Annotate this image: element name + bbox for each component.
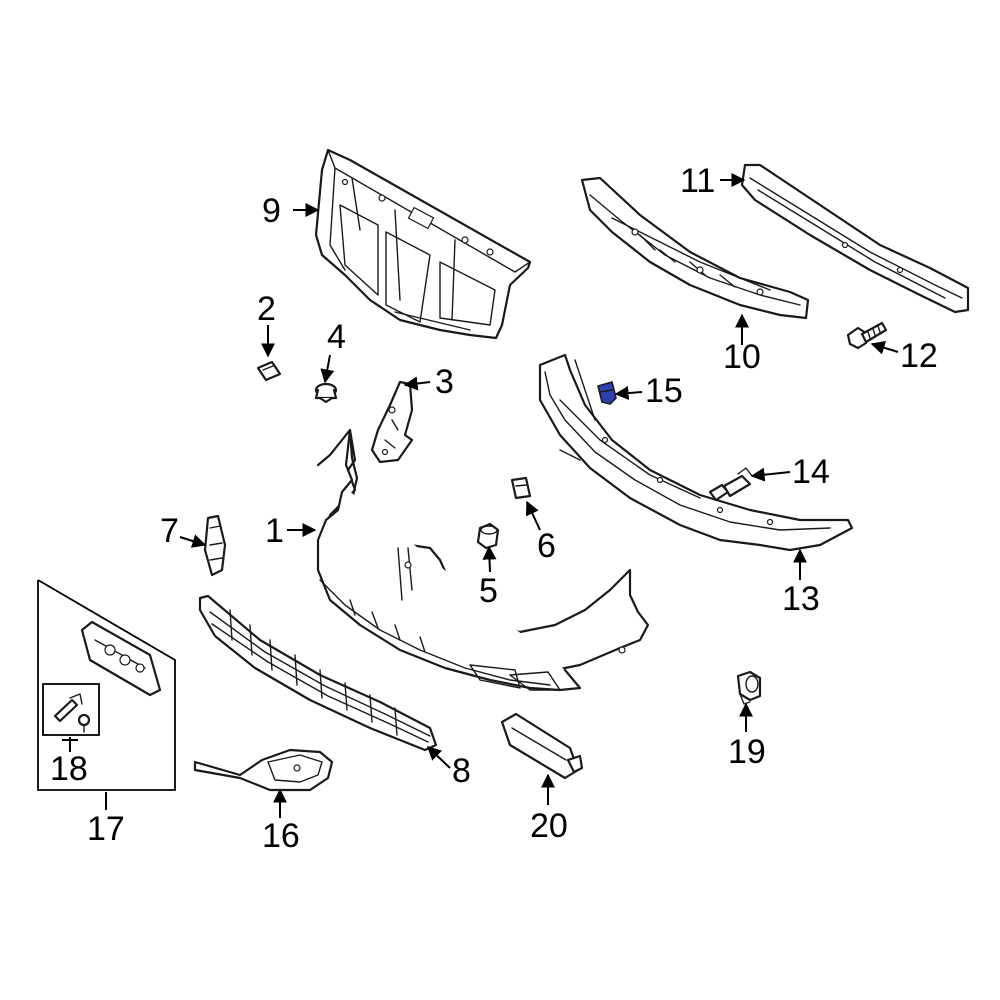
callout-18: 18 [50,750,88,788]
callout-4: 4 [327,318,346,356]
part-18-fasteners[interactable] [53,693,91,733]
callout-1: 1 [265,512,284,550]
callout-12: 12 [900,337,938,375]
leader-15 [614,386,643,401]
callout-5: 5 [479,572,498,610]
callout-9: 9 [262,192,281,230]
part-10-energy-absorber[interactable] [580,176,810,320]
part-2-clip[interactable] [256,360,282,382]
part-16-fog-lamp-bezel[interactable] [193,748,334,792]
callout-labels: 9 2 4 3 1 5 6 7 8 11 10 12 15 14 13 16 1… [50,162,938,855]
callout-19: 19 [728,733,766,771]
part-14-push-pin[interactable] [708,467,753,502]
callout-7: 7 [160,512,179,550]
part-12-bolt[interactable] [846,321,888,350]
leader-6 [525,500,541,531]
leader-lines [62,173,899,818]
callout-2: 2 [257,290,276,328]
part-11-reinforcement-beam[interactable] [740,163,970,314]
leader-3 [403,376,431,391]
part-7-emblem[interactable] [203,514,227,577]
callout-15: 15 [645,372,683,410]
part-5-sensor-bezel[interactable] [476,522,500,550]
callout-14: 14 [792,453,830,491]
callout-17: 17 [87,810,125,848]
part-17-license-bracket-box [37,579,176,791]
part-18-fasteners-box [42,683,100,736]
callout-3: 3 [435,363,454,401]
part-4-push-retainer[interactable] [314,382,338,404]
leader-14 [750,467,791,482]
callout-20: 20 [530,807,568,845]
part-17-license-bracket[interactable] [80,620,162,697]
callout-16: 16 [262,817,300,855]
callout-6: 6 [537,527,556,565]
part-19-parking-sensor[interactable] [736,670,762,705]
leader-12 [870,341,899,355]
leader-5 [482,545,497,573]
part-1-bumper-cover[interactable] [316,428,650,692]
part-8-lower-grille[interactable] [198,594,438,752]
part-15-clip-highlighted[interactable] [597,381,617,405]
leader-7 [179,534,207,548]
leader-4 [320,354,335,384]
callout-13: 13 [782,580,820,618]
callout-11: 11 [680,162,715,200]
part-20-radar-module[interactable] [500,712,584,780]
part-9-radiator-support[interactable] [314,148,532,340]
leader-8 [426,746,451,769]
callout-8: 8 [452,752,471,790]
callout-10: 10 [723,338,761,376]
part-13-lower-deflector[interactable] [538,353,854,552]
part-3-bracket[interactable] [370,380,414,464]
part-6-clip[interactable] [510,476,532,500]
